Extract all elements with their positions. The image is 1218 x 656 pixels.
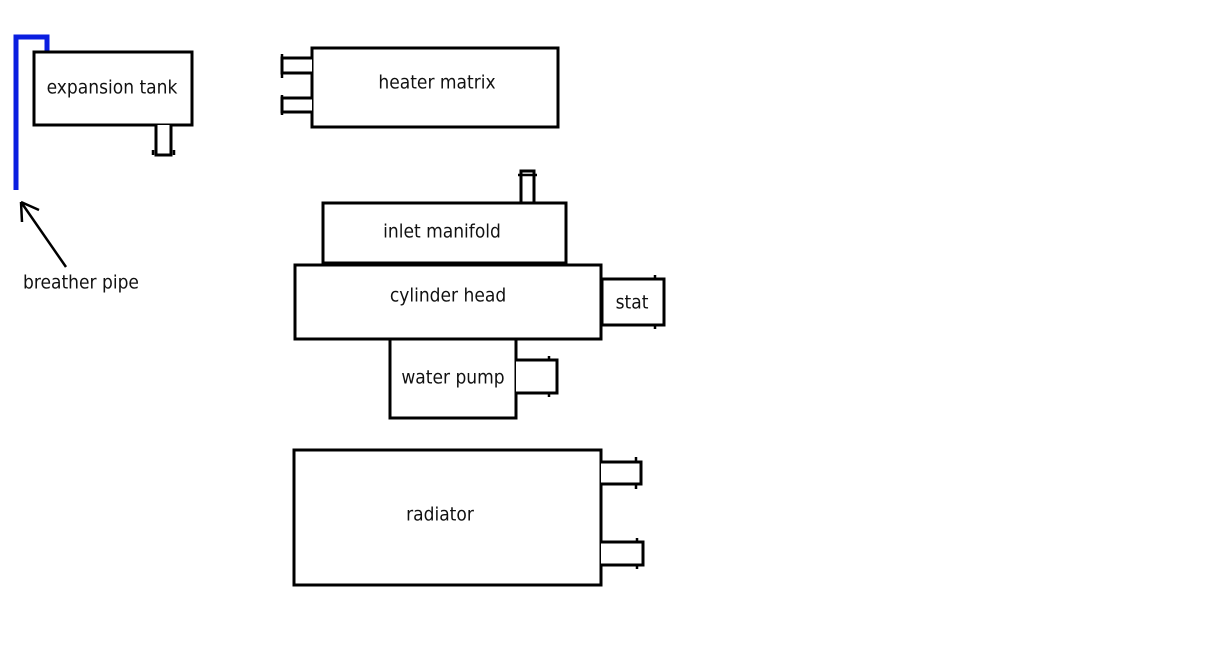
heater-matrix-inlet — [280, 56, 312, 75]
radiator-label: radiator — [406, 504, 475, 526]
expansion-tank: expansion tank — [32, 50, 194, 157]
expansion-tank-label: expansion tank — [47, 77, 178, 99]
water-pump: water pump — [388, 337, 559, 420]
stat-label: stat — [616, 292, 649, 314]
arrow-icon — [19, 200, 68, 268]
inlet-manifold: inlet manifold — [321, 169, 568, 265]
expansion-tank-outlet — [154, 125, 173, 157]
radiator-top-hose — [601, 460, 643, 486]
radiator-bottom-hose — [601, 540, 645, 567]
water-pump-label: water pump — [401, 367, 504, 389]
stat: stat — [600, 275, 666, 329]
cylinder-head-label: cylinder head — [390, 285, 506, 307]
radiator: radiator — [292, 448, 645, 587]
breather-pipe-annotation: breather pipe — [19, 200, 139, 294]
heater-matrix-label: heater matrix — [378, 72, 495, 94]
breather-pipe — [13, 34, 50, 190]
water-pump-inlet — [516, 358, 559, 395]
inlet-manifold-label: inlet manifold — [383, 221, 501, 243]
breather-pipe-label: breather pipe — [23, 272, 139, 294]
inlet-manifold-outlet — [519, 169, 536, 203]
heater-matrix: heater matrix — [280, 46, 560, 129]
heater-matrix-outlet — [280, 96, 312, 114]
cylinder-head: cylinder head — [293, 263, 603, 341]
